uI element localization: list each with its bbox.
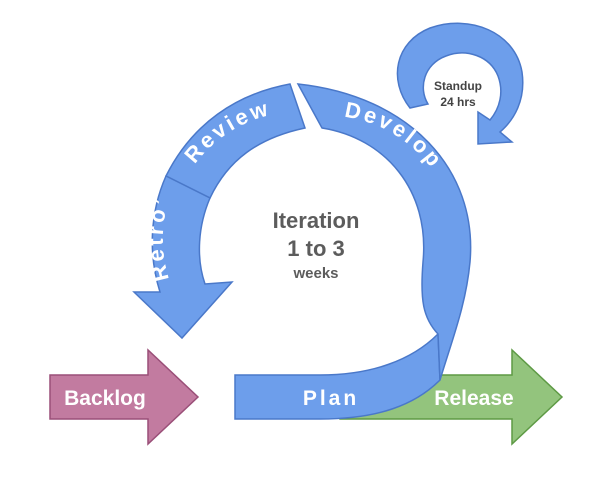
backlog-arrow [49,348,200,446]
retro-segment [132,174,234,340]
retro-label: Retro’ [143,193,174,284]
develop-segment [296,83,472,381]
iteration-unit: weeks [292,265,338,282]
backlog-label: Backlog [64,387,146,410]
standup-duration: 24 hrs [440,95,476,109]
review-segment [164,83,306,200]
iteration-range: 1 to 3 [287,236,344,261]
standup-label: Standup [434,79,482,93]
plan-label: Plan [303,387,359,410]
release-label: Release [434,387,513,410]
release-arrow [339,348,564,446]
iteration-title: Iteration [273,208,360,233]
standup-loop-arrow [396,22,524,145]
